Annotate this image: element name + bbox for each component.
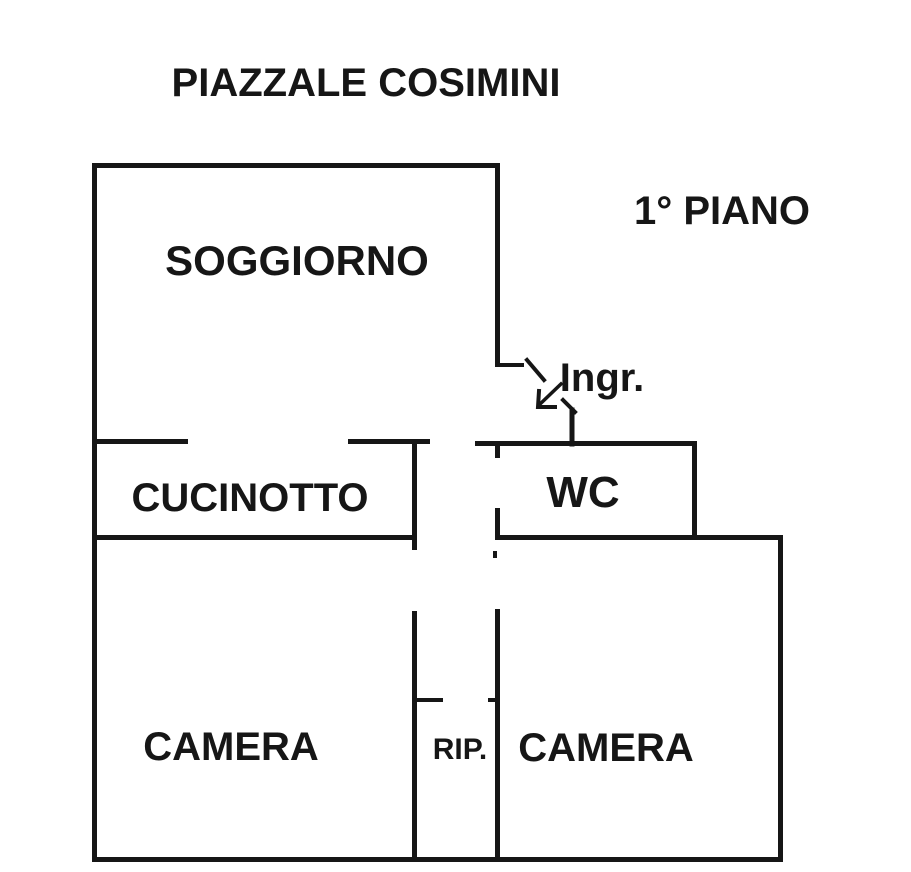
door-leaf-line	[524, 357, 547, 383]
wall-soggiorno-top	[92, 163, 500, 168]
wall-cucinotto-top-left	[92, 439, 188, 444]
wall-soggiorno-right	[495, 163, 500, 367]
entrance-label: Ingr.	[559, 356, 645, 400]
wall-rip-right	[495, 609, 500, 862]
wall-wc-top	[475, 441, 697, 446]
wall-entry-stub	[495, 363, 524, 367]
room-label-wc: WC	[546, 468, 620, 517]
room-label-camera-right: CAMERA	[518, 726, 694, 770]
wall-cucinotto-right	[412, 439, 417, 550]
room-label-soggiorno: SOGGIORNO	[165, 237, 429, 284]
wall-rip-left	[412, 611, 417, 862]
room-label-rip: RIP.	[432, 733, 488, 766]
wall-mid-right	[495, 535, 783, 540]
wall-rip-tick-left	[412, 698, 443, 702]
wall-outer-bottom	[92, 857, 783, 862]
wall-wc-left-tick	[495, 441, 500, 458]
wall-wc-right	[692, 441, 697, 540]
street-title: PIAZZALE COSIMINI	[171, 61, 561, 105]
wall-mid-left	[92, 535, 414, 540]
wall-cucinotto-top-right	[348, 439, 430, 444]
floor-label: 1° PIANO	[633, 189, 811, 233]
wall-wc-left-dash	[493, 551, 497, 558]
wall-outer-right	[778, 535, 783, 862]
wall-rip-tick-right	[488, 698, 500, 702]
room-label-cucinotto: CUCINOTTO	[131, 476, 369, 520]
wall-outer-left	[92, 163, 97, 862]
entrance-arrow-head	[535, 388, 557, 409]
room-label-camera-left: CAMERA	[143, 725, 319, 769]
entrance-arrow-shaft	[536, 381, 564, 408]
wall-wc-left-lower	[495, 508, 500, 540]
